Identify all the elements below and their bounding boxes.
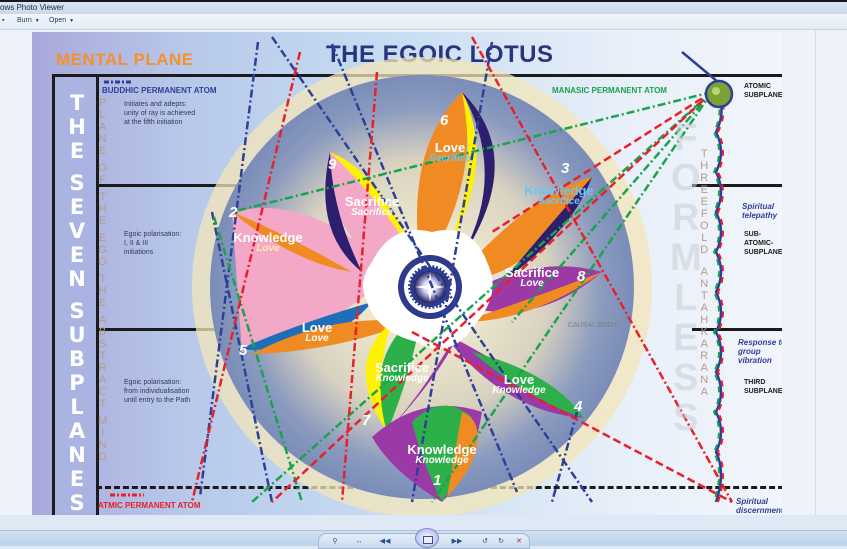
seven-subplanes-column: THESEVENSUBPLANESO [55, 77, 99, 515]
spiritual-telepathy-label: Spiritual telepathy [742, 202, 778, 220]
viewer-gutter [815, 30, 847, 515]
menu-open[interactable]: Open▼ [49, 17, 74, 24]
rotate-ccw-icon[interactable]: ↺ [482, 538, 488, 545]
menu-burn-label: Burn [17, 17, 32, 24]
petal-number-1: 1 [433, 472, 442, 489]
egoic-polarisation-note-2: Egoic polarisation: from individualisati… [124, 379, 191, 404]
petal-number-6: 6 [440, 112, 449, 129]
subplane-divider-1-right [692, 184, 782, 187]
initiates-note: Initiates and adepts: unity of ray is ac… [124, 101, 196, 126]
petal-number-3: 3 [561, 160, 570, 177]
actual-size-icon[interactable]: ↔ [355, 538, 363, 545]
subatomic-subplane-label: SUB- ATOMIC- SUBPLANE [744, 231, 782, 256]
atomic-subplane-label: ATOMIC SUBPLANE [744, 83, 782, 99]
window-title: ows Photo Viewer [0, 3, 64, 12]
viewer-toolbar: ⚲ ↔ ◀◀ ▶▶ ↺ ↻ ✕ [0, 528, 847, 549]
menu-burn[interactable]: Burn▼ [17, 17, 40, 24]
petal-number-5: 5 [239, 342, 248, 359]
delete-icon[interactable]: ✕ [516, 538, 522, 545]
petal-number-4: 4 [574, 398, 583, 415]
petal-number-8: 8 [577, 268, 586, 285]
window-titlebar: ows Photo Viewer [0, 0, 847, 14]
response-group-vibration-label: Response to group vibration [738, 338, 782, 365]
egoic-polarisation-note-1: Egoic polarisation: I, II & III initiati… [124, 231, 182, 256]
zoom-icon[interactable]: ⚲ [332, 538, 338, 545]
third-subplane-label: THIRD SUBPLANE [744, 379, 782, 395]
chevron-down-icon: ▼ [69, 18, 75, 24]
spiritual-discernment-label: Spiritual discernment [736, 497, 782, 515]
menu-bar: ▪ Burn▼ Open▼ [0, 14, 847, 30]
manasic-atom-label: MANASIC PERMANENT ATOM [552, 86, 667, 95]
buddhic-atom-label: BUDDHIC PERMANENT ATOM [102, 86, 217, 95]
petal-number-7: 7 [362, 412, 371, 429]
next-icon[interactable]: ▶▶ [451, 538, 463, 545]
seven-subplanes-vertical-text: THESEVENSUBPLANESO [68, 91, 86, 515]
menu-file-partial[interactable]: ▪ [2, 17, 5, 24]
heading-mental-plane: MENTAL PLANE [56, 50, 194, 69]
causal-body-label: CAUSAL BODY [568, 322, 618, 329]
petal-number-9: 9 [328, 156, 337, 173]
subplane-divider-2-right [692, 328, 782, 331]
diagram-frame: THESEVENSUBPLANESO [52, 74, 782, 515]
rotate-cw-icon[interactable]: ↻ [498, 538, 504, 545]
chevron-down-icon: ▼ [34, 18, 40, 24]
atmic-atom-label: ATMIC PERMANENT ATOM [98, 501, 201, 510]
playback-controls: ⚲ ↔ ◀◀ ▶▶ ↺ ↻ ✕ [318, 528, 530, 549]
menu-open-label: Open [49, 17, 67, 24]
egoic-lotus-diagram [104, 36, 734, 515]
slideshow-button[interactable] [415, 528, 439, 548]
previous-icon[interactable]: ◀◀ [379, 538, 391, 545]
petal-number-2: 2 [229, 204, 238, 221]
